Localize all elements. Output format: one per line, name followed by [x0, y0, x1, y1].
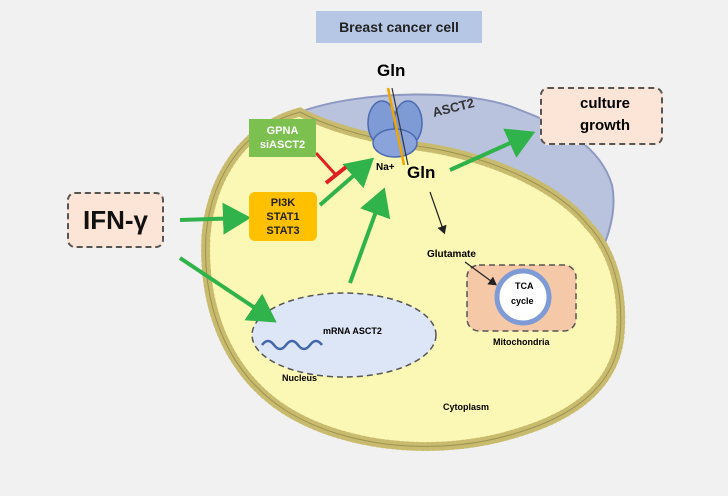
asct2-transporter — [367, 87, 423, 166]
title-box: Breast cancer cell — [316, 11, 482, 43]
signaling-stat3: STAT3 — [266, 224, 300, 237]
tca-cycle-ring — [494, 268, 552, 326]
ifn-to-signaling-arrow — [179, 202, 251, 235]
gln-to-glutamate-arrow — [429, 191, 447, 235]
glutamate-label: Glutamate — [427, 249, 476, 260]
diagram-title: Breast cancer cell — [339, 19, 459, 35]
inhibition-marker — [314, 151, 348, 185]
growth-label: growth — [580, 117, 630, 134]
ifn-to-mrna-arrow — [178, 256, 277, 323]
inhibitor-box: GPNA siASCT2 — [249, 119, 316, 157]
mrna-strand — [261, 339, 323, 351]
ifn-gamma-box: IFN-γ — [67, 192, 164, 248]
cycle-label: cycle — [511, 296, 534, 306]
nucleus — [251, 292, 437, 378]
tca-label: TCA — [515, 281, 534, 291]
gln-outside-label: Gln — [377, 61, 406, 80]
mrna-to-transporter-arrow — [348, 187, 391, 284]
signaling-box: PI3K STAT1 STAT3 — [249, 192, 317, 241]
sodium-label: Na+ — [376, 162, 395, 173]
signaling-to-transporter-arrow — [318, 157, 375, 207]
mrna-asct2-label: mRNA ASCT2 — [323, 326, 382, 336]
ifn-gamma-label: IFN-γ — [83, 204, 148, 235]
glutamate-to-tca-arrow — [464, 261, 497, 286]
culture-label: culture — [580, 95, 631, 112]
signaling-pi3k: PI3K — [270, 196, 296, 209]
cytoplasm-label: Cytoplasm — [443, 402, 490, 412]
gln-to-growth-arrow — [449, 128, 536, 172]
inhibitor-gpna: GPNA — [266, 125, 299, 137]
inhibitor-siasct2: siASCT2 — [259, 139, 306, 151]
mitochondria-label: Mitochondria — [493, 337, 550, 347]
gln-inside-label: Gln — [407, 163, 436, 182]
nucleus-label: Nucleus — [282, 373, 318, 383]
culture-growth-box: culture growth — [540, 87, 663, 145]
signaling-stat1: STAT1 — [266, 210, 300, 223]
